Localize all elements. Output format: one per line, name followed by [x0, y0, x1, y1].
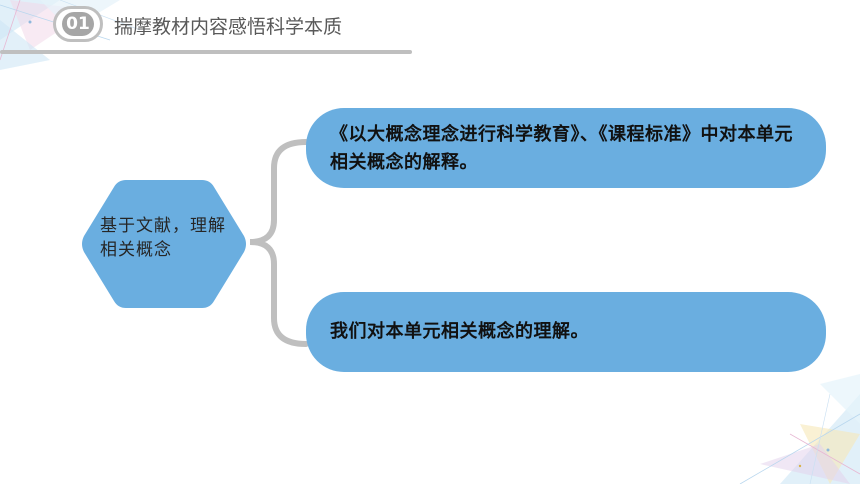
hexagon-shape: [82, 180, 246, 308]
curly-bracket-connector: [249, 139, 309, 347]
section-number-badge: 01: [53, 6, 103, 42]
section-number: 01: [62, 12, 94, 36]
branch-text-literature: 《以大概念理念进行科学教育》、《课程标准》中对本单元相关概念的解释。: [330, 124, 793, 173]
branch-text-understanding: 我们对本单元相关概念的理解。: [330, 321, 589, 342]
branch-box-understanding: 我们对本单元相关概念的理解。: [306, 292, 826, 372]
page-title: 揣摩教材内容感悟科学本质: [114, 16, 343, 38]
slide-header: 01 揣摩教材内容感悟科学本质: [0, 0, 860, 60]
header-underline: [0, 50, 412, 54]
corner-decoration-bottom-right: [739, 374, 860, 484]
branch-box-literature: 《以大概念理念进行科学教育》、《课程标准》中对本单元相关概念的解释。: [306, 108, 826, 188]
center-hexagon: 基于文献，理解相关概念: [78, 176, 250, 312]
center-label: 基于文献，理解相关概念: [100, 216, 226, 260]
